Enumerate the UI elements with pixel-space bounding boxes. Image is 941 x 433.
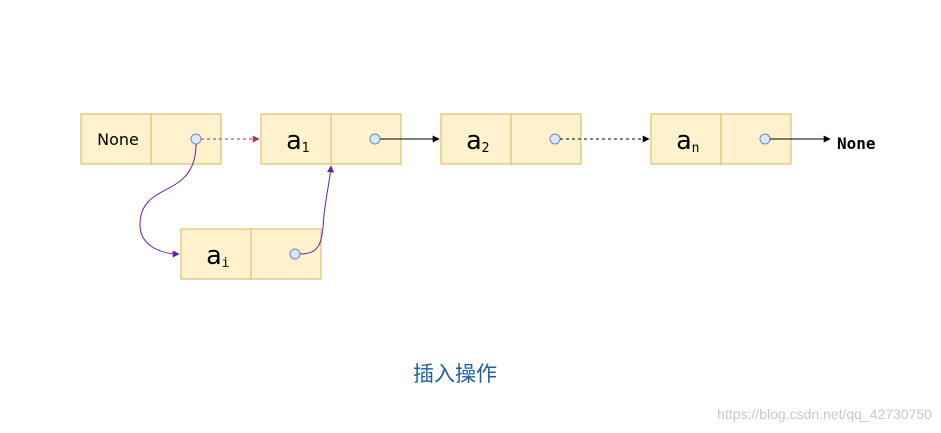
head-node-pointer-dot [190,133,202,145]
head-node-next-cell [150,113,222,165]
node-an-subscript: n [692,141,700,156]
node-ai-letter: a [206,241,222,271]
watermark-url: https://blog.csdn.net/qq_42730750 [717,406,932,422]
node-a1-letter: a [286,126,302,156]
node-ai-data-cell [180,228,252,280]
head-node-data-cell [80,113,152,165]
node-a1-subscript: 1 [302,141,310,156]
node-a1-pointer-dot [369,133,381,145]
head-to-ai-new-arrow [139,143,197,258]
node-a2-next-cell [510,113,582,165]
node-an-letter: a [676,126,692,156]
node-ai: ai [180,228,322,280]
node-a1-data-cell [260,113,332,165]
node-a2-letter: a [466,126,482,156]
head-node-label: None [97,130,139,149]
node-a2-subscript: 2 [482,141,490,156]
diagram-caption: 插入操作 [413,362,497,386]
node-ai-next-cell [250,228,322,280]
node-a2: a2 [440,113,582,165]
terminal-none-label: None [837,134,876,153]
node-a1-label: a1 [286,126,309,156]
node-ai-pointer-dot [289,248,301,260]
node-an-pointer-dot [759,133,771,145]
node-an-data-cell [650,113,722,165]
node-an-label: an [676,126,699,156]
node-an: an [650,113,792,165]
ai-to-a1-new-arrow [299,165,335,255]
node-ai-subscript: i [222,256,230,271]
node-ai-label: ai [206,241,229,271]
head-node: None [80,113,222,165]
node-a2-label: a2 [466,126,489,156]
node-a2-pointer-dot [549,133,561,145]
